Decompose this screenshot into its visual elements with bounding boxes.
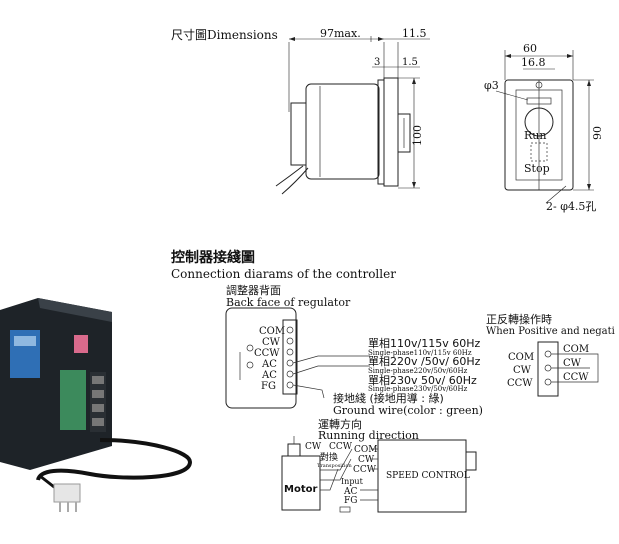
speed-control-label: SPEED CONTROL [386, 471, 470, 481]
dim-panel-height-90: 90 [591, 126, 604, 140]
pos-term-cw-r: CW [563, 358, 582, 369]
term-ac-2: AC [261, 370, 277, 381]
ac-label: AC [343, 487, 357, 497]
term-ac-1: AC [261, 359, 277, 370]
term-ccw: CCW [254, 348, 280, 359]
supply-230v: 單相230v 50v/ 60Hz [368, 374, 477, 387]
supply-110v-en: Single-phase110v/115v 60Hz [368, 349, 472, 357]
back-face-cn: 調整器背面 [226, 283, 281, 297]
dimensions-title: 尺寸圖Dimensions [171, 28, 278, 42]
dir-cw: CW [305, 442, 322, 452]
stop-label: Stop [524, 162, 550, 175]
connection-heading-cn: 控制器接綫圖 [171, 249, 255, 266]
dim-flange-1-5: 1.5 [402, 57, 418, 68]
term-fg: FG [261, 381, 276, 392]
back-face-en: Back face of regulator [226, 296, 351, 309]
sc-term-cw: CW [358, 455, 375, 465]
sc-term-com: COM [354, 445, 377, 455]
pos-term-com: COM [508, 352, 534, 363]
run-label: Run [524, 129, 546, 142]
pos-term-cw: CW [513, 365, 532, 376]
pos-term-ccw: CCW [507, 378, 533, 389]
motor-label: Motor [284, 484, 317, 495]
term-com: COM [259, 326, 285, 337]
switch-en: Transposition [317, 463, 352, 469]
controller-photo [0, 298, 193, 512]
pos-term-ccw-r: CCW [563, 372, 589, 383]
fg-label: FG [344, 496, 357, 506]
input-label: Input [341, 477, 364, 486]
supply-110v: 單相110v/115v 60Hz [368, 337, 480, 350]
dim-hole-diameter: φ3 [484, 79, 499, 92]
connection-heading-en: Connection diarams of the controller [171, 267, 396, 281]
mount-holes-label: 2- φ4.5孔 [546, 200, 596, 213]
terminal-screws [286, 326, 294, 389]
sc-term-ccw: CCW [353, 465, 377, 475]
dim-offset-16-8: 16.8 [521, 56, 546, 69]
dir-ccw: CCW [329, 442, 353, 452]
pos-neg-terminal-block [537, 341, 599, 397]
ground-wire-cn: 接地綫 (接地用導 : 綠) [333, 391, 444, 405]
supply-230v-en: Single-phase230v/50v/60Hz [368, 385, 468, 393]
dim-shaft-length: 11.5 [402, 27, 427, 40]
supply-220v: 單相220v /50v/ 60Hz [368, 355, 481, 368]
controller-front-panel [504, 79, 574, 191]
supply-220v-en: Single-phase220v/50v/60Hz [368, 367, 468, 375]
speed-control-box [377, 439, 477, 513]
dim-flange-3: 3 [374, 57, 380, 68]
regulator-back-face [225, 307, 298, 409]
motor-side-view [275, 77, 411, 195]
motor-schematic [281, 436, 321, 511]
running-direction-en: Running direction [318, 429, 419, 442]
speed-control-wiring [320, 448, 378, 513]
ground-wire-en: Ground wire(color : green) [333, 404, 483, 417]
switch-cn: 對換 [320, 451, 338, 463]
pos-neg-cn: 正反轉操作時 [486, 312, 552, 326]
running-direction-cn: 運轉方向 [318, 417, 362, 431]
pos-term-com-r: COM [563, 344, 589, 355]
term-cw: CW [262, 337, 281, 348]
dim-length-max: 97max. [320, 27, 361, 40]
dim-width-60: 60 [523, 42, 537, 55]
dim-height-100: 100 [411, 125, 424, 146]
pos-neg-en: When Positive and negati [486, 326, 615, 337]
